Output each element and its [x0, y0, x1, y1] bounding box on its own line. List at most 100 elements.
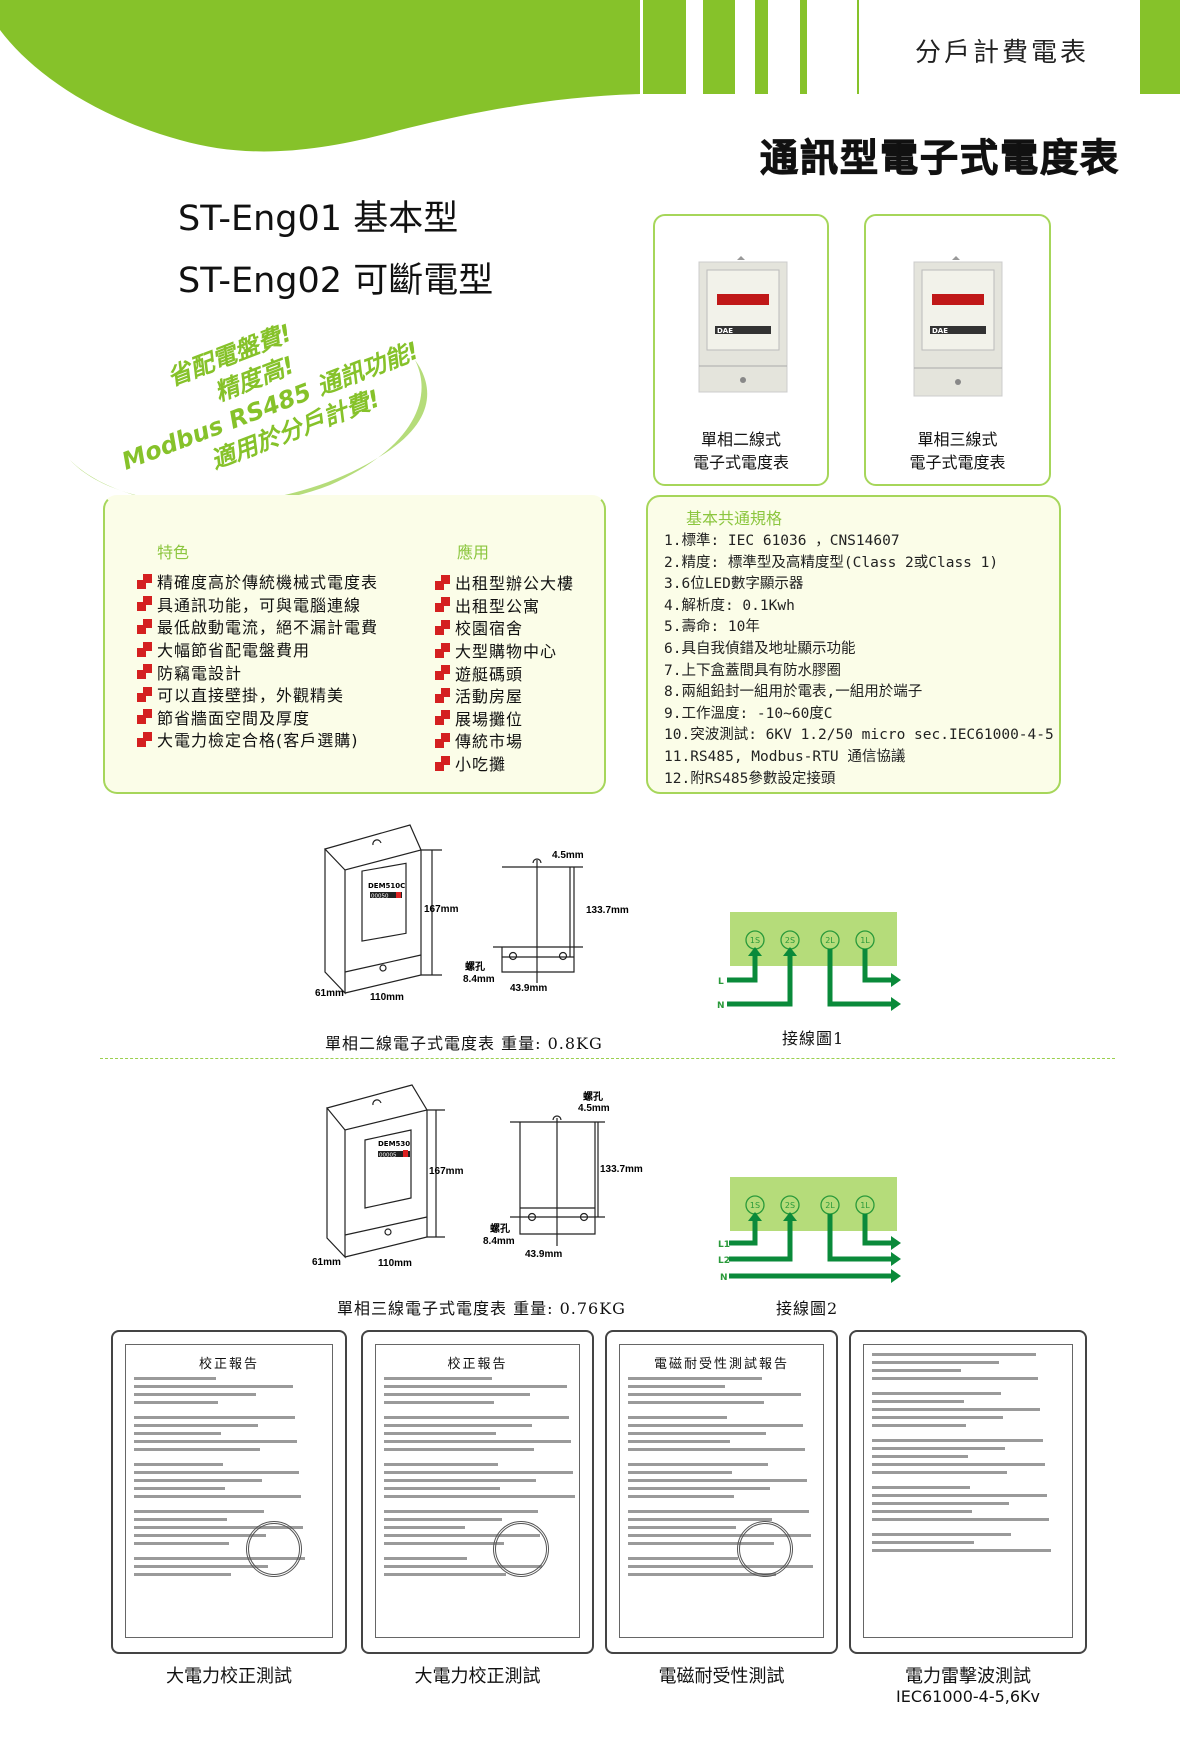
product-caption: 單相三線式: [917, 430, 998, 449]
hole-label: 螺孔: [465, 960, 485, 973]
height-label: 167mm: [424, 904, 459, 915]
header-stripe: [857, 0, 859, 94]
certificate-caption: 大電力校正測試: [111, 1662, 347, 1688]
stamp-icon: [246, 1521, 302, 1577]
bullet-icon: [137, 596, 152, 612]
header-green-wave: [0, 0, 640, 152]
bullet-icon: [137, 664, 152, 680]
list-item: 校園宿舍: [435, 616, 574, 639]
header-stripe: [703, 0, 735, 94]
bullet-icon: [435, 732, 450, 748]
depth-label: 61mm: [312, 1257, 341, 1268]
list-item: 節省牆面空間及厚度: [137, 706, 378, 729]
bullet-icon: [137, 686, 152, 702]
features-title: 特色: [157, 543, 190, 562]
applications-list: 出租型辦公大樓出租型公寓校園宿舍大型購物中心遊艇碼頭活動房屋展場攤位傳統市場小吃…: [435, 571, 574, 774]
list-item: 出租型公寓: [435, 594, 574, 617]
certificate-heading: 校正報告: [447, 1357, 508, 1372]
list-item: 傳統市場: [435, 729, 574, 752]
dimension-drawing-1: DEM510C 00050 167mm 61mm 110mm 4.5mm 133…: [315, 824, 629, 1003]
list-item-text: 校園宿舍: [455, 619, 524, 639]
stamp-icon: [493, 1521, 549, 1577]
drawing-caption: 單相二線電子式電度表 重量: 0.8KG: [325, 1034, 603, 1053]
certificate-image: 電磁耐受性測試報告: [605, 1330, 838, 1654]
top-hole-label: 4.5mm: [578, 1103, 610, 1114]
spacing-label: 43.9mm: [510, 983, 547, 994]
list-item-text: 大型購物中心: [455, 642, 558, 662]
certificate-title: 大電力校正測試: [414, 1666, 541, 1687]
certificate-caption: 電磁耐受性測試: [605, 1662, 838, 1688]
spec-item: 10.突波測試: 6KV 1.2/50 micro sec.IEC61000-4…: [664, 727, 1054, 744]
width-label: 110mm: [370, 992, 404, 1003]
bullet-icon: [435, 574, 450, 590]
model-basic: ST-Eng01 基本型: [178, 199, 459, 239]
line-label: N: [720, 1273, 728, 1283]
list-item: 活動房屋: [435, 684, 574, 707]
list-item-text: 小吃攤: [455, 755, 507, 775]
list-item-text: 活動房屋: [455, 687, 524, 707]
hole-size-label: 8.4mm: [483, 1236, 515, 1247]
specs-title: 基本共通規格: [686, 509, 783, 528]
meter-photo: DAE: [698, 256, 788, 393]
bullet-icon: [137, 641, 152, 657]
certificate-image: 校正報告: [361, 1330, 594, 1654]
meter-photo: DAE: [913, 256, 1003, 397]
certificate-heading: 校正報告: [198, 1357, 259, 1372]
certificate-title: 大電力校正測試: [166, 1666, 292, 1687]
product-caption: 電子式電度表: [692, 453, 789, 472]
model-breaker: ST-Eng02 可斷電型: [178, 261, 494, 301]
line-label: N: [717, 1001, 725, 1011]
certificate-image: 校正報告: [111, 1330, 347, 1654]
drawing-caption: 單相三線電子式電度表 重量: 0.76KG: [337, 1299, 626, 1318]
terminal-label: 1S: [750, 1201, 760, 1210]
wiring-caption: 接線圖2: [776, 1299, 839, 1318]
terminal-label: 2S: [785, 936, 795, 945]
spec-item: 12.附RS485參數設定接頭: [664, 770, 836, 787]
bullet-icon: [137, 709, 152, 725]
body-height-label: 133.7mm: [586, 905, 629, 916]
hole-label: 螺孔: [490, 1222, 510, 1235]
page-title: 通訊型電子式電度表: [759, 136, 1121, 181]
top-hole-label: 4.5mm: [552, 850, 584, 861]
spec-item: 3.6位LED數字顯示器: [664, 576, 804, 593]
spec-item: 5.壽命: 10年: [664, 619, 760, 636]
spec-item: 6.具自我偵錯及地址顯示功能: [664, 640, 856, 657]
header-stripe: [755, 0, 768, 94]
section-divider: [100, 1058, 1115, 1059]
list-item: 可以直接壁掛，外觀精美: [137, 683, 378, 706]
list-item-text: 傳統市場: [455, 732, 524, 752]
bullet-icon: [137, 618, 152, 634]
wiring-caption: 接線圖1: [782, 1029, 845, 1048]
hole-size-label: 8.4mm: [463, 974, 495, 985]
certificate-title: 電力雷擊波測試: [905, 1666, 1031, 1687]
bullet-icon: [435, 755, 450, 771]
list-item-text: 出租型公寓: [455, 596, 541, 616]
height-label: 167mm: [429, 1166, 464, 1177]
certificate-subtitle: IEC61000-4-5,6Kv: [895, 1687, 1041, 1706]
depth-label: 61mm: [315, 988, 344, 999]
terminal-label: 1L: [860, 1201, 870, 1210]
bullet-icon: [137, 573, 152, 589]
bullet-icon: [435, 665, 450, 681]
list-item-text: 精確度高於傳統機械式電度表: [157, 573, 379, 593]
product-caption: 單相二線式: [700, 430, 781, 449]
list-item-text: 最低啟動電流，絕不漏計電費: [157, 618, 379, 638]
list-item-text: 可以直接壁掛，外觀精美: [157, 686, 345, 706]
list-item: 展場攤位: [435, 707, 574, 730]
features-box: 特色 精確度高於傳統機械式電度表具通訊功能，可與電腦連線最低啟動電流，絕不漏計電…: [103, 495, 606, 794]
spec-item: 8.兩組鉛封一組用於電表,一組用於端子: [664, 684, 923, 701]
top-hole-title: 螺孔: [583, 1090, 603, 1103]
spec-item: 4.解析度: 0.1Kwh: [664, 597, 795, 614]
bullet-icon: [137, 731, 152, 747]
list-item-text: 出租型辦公大樓: [455, 574, 575, 594]
list-item: 具通訊功能，可與電腦連線: [137, 593, 378, 616]
list-item: 防竊電設計: [137, 660, 378, 683]
product-caption: 電子式電度表: [909, 453, 1006, 472]
list-item: 出租型辦公大樓: [435, 571, 574, 594]
spec-item: 9.工作溫度: -10~60度C: [664, 705, 833, 722]
terminal-label: 1S: [750, 936, 760, 945]
terminal-label: 1L: [860, 936, 870, 945]
